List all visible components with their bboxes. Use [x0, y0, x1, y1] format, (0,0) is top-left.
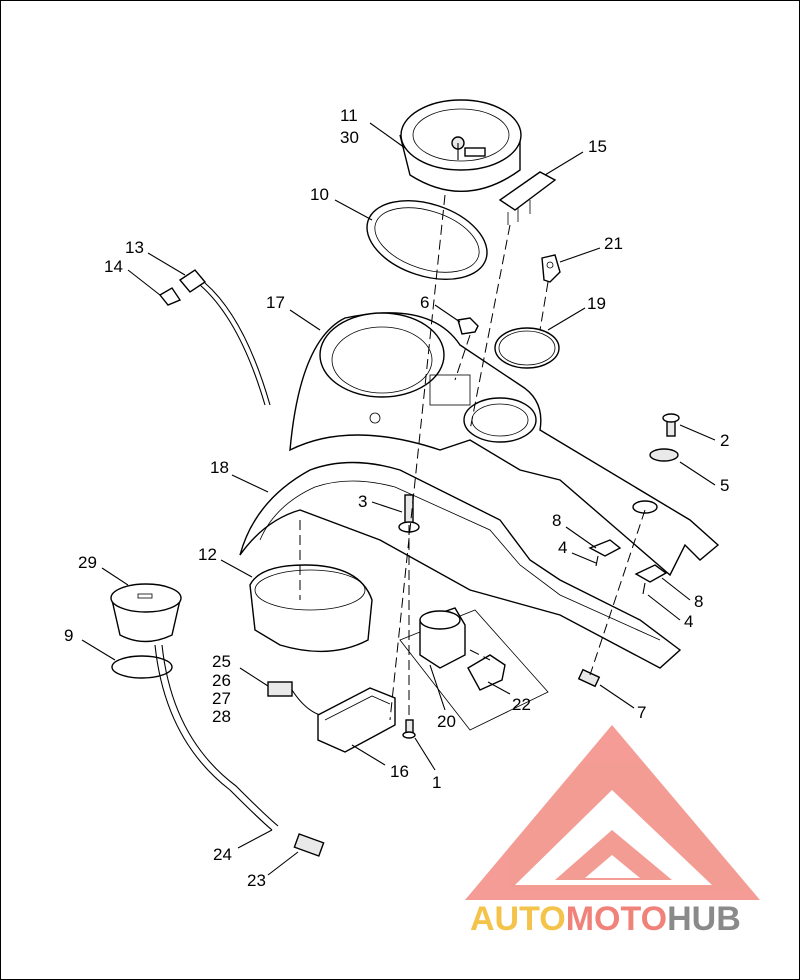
callout-13: 13	[125, 238, 144, 257]
callout-12: 12	[198, 545, 217, 564]
callout-17: 17	[266, 293, 285, 312]
gasket-ring	[366, 200, 488, 280]
callout-9: 9	[64, 626, 73, 645]
leader-lines	[81, 122, 716, 876]
callout-4a: 4	[558, 538, 567, 557]
callout-19: 19	[587, 294, 606, 313]
screw-and-washer	[649, 413, 680, 462]
sensor-with-cable	[158, 269, 271, 406]
ignition-switch	[399, 607, 549, 731]
callout-25: 25	[212, 652, 231, 671]
callout-21: 21	[604, 234, 623, 253]
callout-16: 16	[390, 762, 409, 781]
callout-8b: 8	[694, 592, 703, 611]
callout-6: 6	[420, 293, 429, 312]
callout-2: 2	[720, 431, 729, 450]
watermark-text: AUTOMOTOHUB	[470, 900, 741, 938]
callout-27: 27	[212, 689, 231, 708]
watermark-logo	[465, 725, 760, 900]
callout-26: 26	[212, 671, 231, 690]
ignition-key	[541, 254, 561, 283]
callout-18: 18	[210, 458, 229, 477]
screw	[402, 719, 416, 739]
mounting-ring	[249, 564, 373, 653]
clip-right	[634, 564, 668, 595]
plug-connector	[293, 833, 325, 857]
callout-22: 22	[512, 695, 531, 714]
console-housing	[289, 312, 720, 577]
callout-23: 23	[247, 871, 266, 890]
callout-24: 24	[213, 845, 232, 864]
callout-labels: 11 30 15 10 13 14 21 17 6 19 2 18 5 3 8 …	[64, 106, 729, 890]
callout-20: 20	[437, 712, 456, 731]
cap-nut	[457, 317, 479, 335]
callout-11: 11	[340, 106, 358, 125]
callout-3: 3	[358, 492, 367, 511]
watermark-auto: AUTOMOTOHUB	[470, 900, 741, 938]
o-ring	[494, 327, 560, 369]
callout-10: 10	[310, 185, 329, 204]
switch-module	[317, 687, 396, 753]
callout-15: 15	[588, 137, 607, 156]
trim-bezel	[239, 461, 682, 669]
clip-left	[588, 539, 622, 567]
callout-28: 28	[212, 707, 231, 726]
callout-1: 1	[432, 773, 441, 792]
callout-29: 29	[78, 553, 97, 572]
harness-plug	[267, 681, 321, 716]
callout-30: 30	[340, 128, 359, 147]
fuel-gauge	[110, 583, 279, 831]
assembly-center-lines	[299, 194, 646, 721]
callout-5: 5	[720, 476, 729, 495]
indicator-connector	[498, 171, 557, 225]
callout-8a: 8	[552, 511, 561, 530]
speedometer	[399, 99, 522, 192]
callout-4b: 4	[684, 612, 693, 631]
callout-14: 14	[104, 257, 123, 276]
spacer-block	[577, 668, 601, 688]
callout-7: 7	[637, 703, 646, 722]
